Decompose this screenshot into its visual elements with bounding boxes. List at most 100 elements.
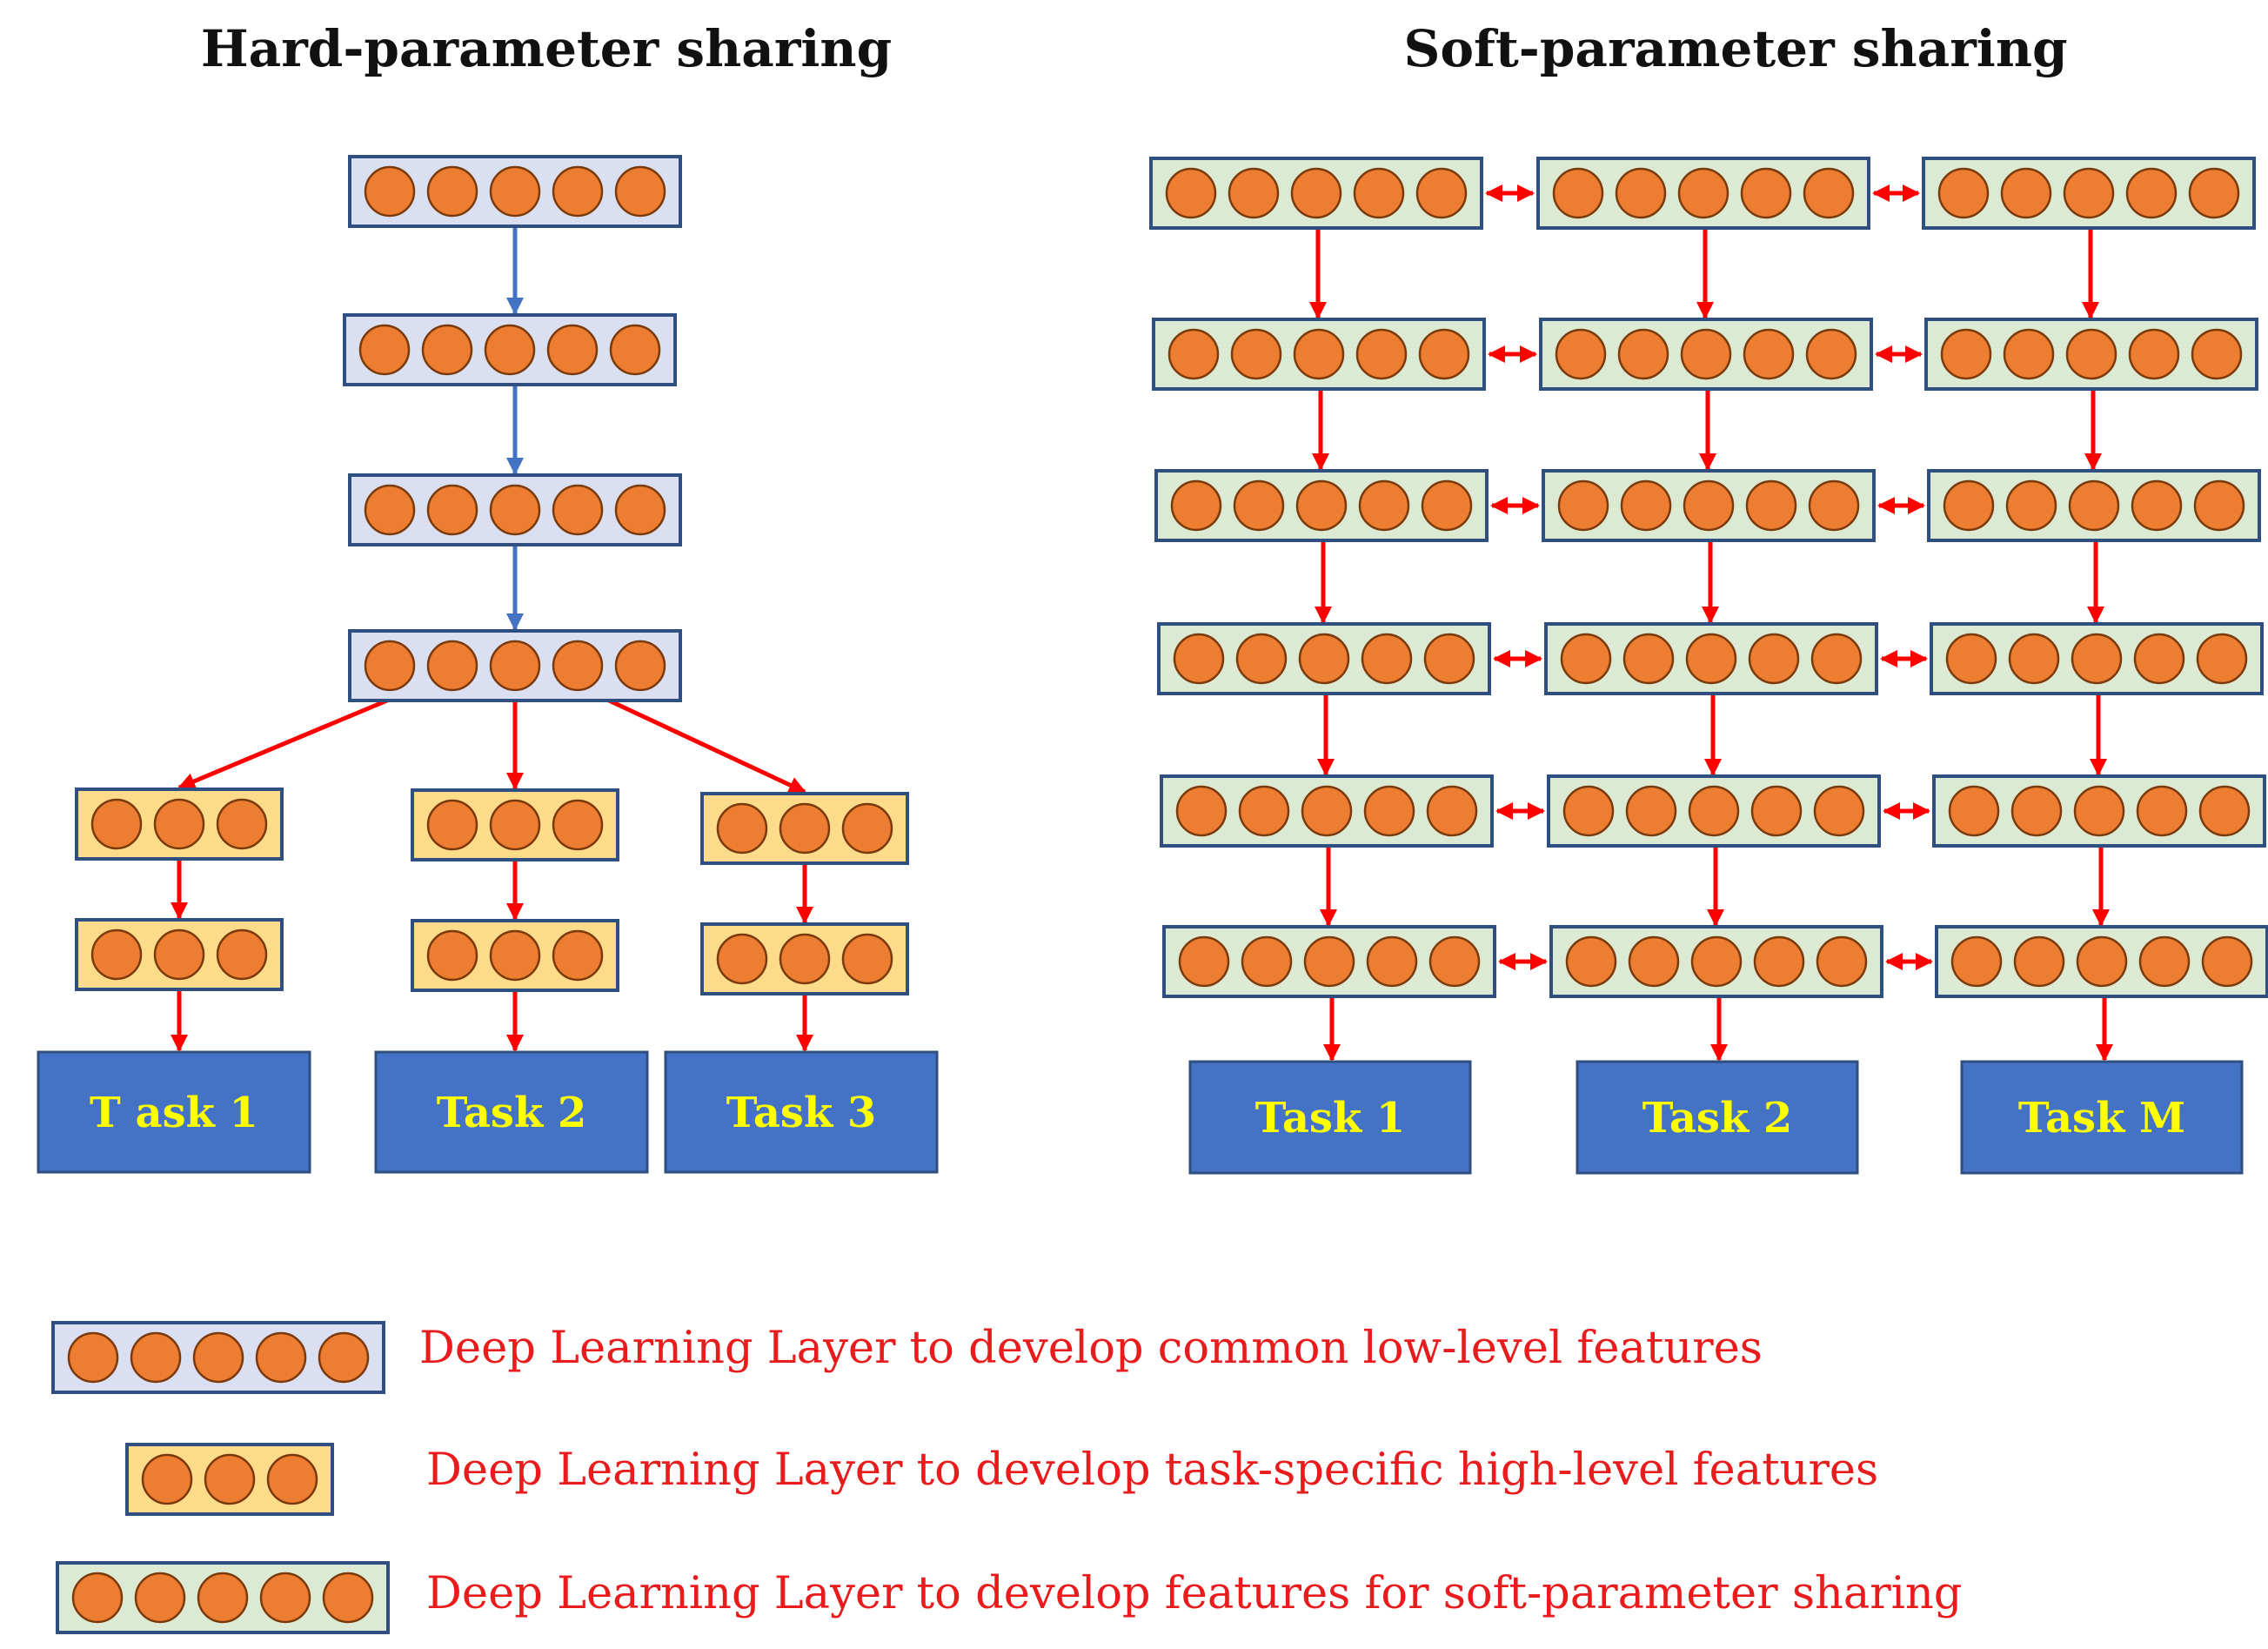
- neuron-node: [1233, 479, 1285, 532]
- neuron-node: [2128, 328, 2180, 380]
- neuron-node: [1810, 633, 1863, 685]
- soft-sharing-layer: [1157, 622, 1491, 695]
- neuron-node: [1688, 785, 1740, 837]
- soft-sharing-layer: [1162, 925, 1496, 998]
- neuron-node: [614, 165, 666, 218]
- neuron-node: [204, 1453, 256, 1505]
- neuron-node: [1615, 167, 1667, 219]
- soft-task-box: Task 2: [1576, 1060, 1859, 1175]
- legend-swatch-soft: [56, 1561, 390, 1634]
- legend-text-soft: Deep Learning Layer to develop features …: [426, 1568, 1963, 1619]
- task-specific-layer: [411, 919, 619, 992]
- soft-sharing-layer: [1924, 318, 2258, 391]
- legend-text-task: Deep Learning Layer to develop task-spec…: [426, 1445, 1879, 1496]
- neuron-node: [364, 484, 416, 536]
- soft-sharing-layer: [1539, 318, 1873, 391]
- neuron-node: [2131, 479, 2183, 532]
- soft-sharing-layer: [1544, 622, 1878, 695]
- neuron-node: [1813, 785, 1865, 837]
- neuron-node: [1415, 167, 1468, 219]
- neuron-node: [426, 929, 478, 982]
- legend-text-shared: Deep Learning Layer to develop common lo…: [419, 1323, 1763, 1374]
- neuron-node: [2201, 935, 2253, 988]
- shared-layer: [348, 473, 682, 546]
- soft-sharing-layer: [1547, 774, 1881, 848]
- neuron-node: [716, 802, 768, 855]
- neuron-node: [609, 324, 661, 376]
- neuron-node: [426, 484, 478, 536]
- neuron-node: [2136, 785, 2188, 837]
- neuron-node: [552, 799, 604, 851]
- neuron-node: [1241, 935, 1293, 988]
- neuron-node: [779, 802, 831, 855]
- neuron-node: [489, 799, 541, 851]
- neuron-node: [2005, 479, 2057, 532]
- neuron-node: [259, 1572, 311, 1624]
- neuron-node: [1948, 785, 2000, 837]
- neuron-node: [322, 1572, 374, 1624]
- neuron-node: [1740, 167, 1792, 219]
- soft-sharing-layer: [1160, 774, 1494, 848]
- neuron-node: [1950, 935, 2003, 988]
- neuron-node: [841, 933, 893, 985]
- neuron-node: [1555, 328, 1607, 380]
- neuron-node: [1683, 479, 1735, 532]
- neuron-node: [1170, 479, 1222, 532]
- neuron-node: [2133, 633, 2185, 685]
- neuron-node: [489, 929, 541, 982]
- neuron-node: [1428, 935, 1481, 988]
- neuron-node: [255, 1331, 307, 1384]
- branch-arrow: [177, 698, 388, 790]
- neuron-node: [426, 640, 478, 692]
- neuron-node: [426, 165, 478, 218]
- neuron-node: [1560, 633, 1612, 685]
- neuron-node: [1175, 785, 1228, 837]
- neuron-node: [614, 640, 666, 692]
- neuron-node: [1628, 935, 1680, 988]
- neuron-node: [2000, 167, 2052, 219]
- neuron-node: [1301, 785, 1353, 837]
- neuron-node: [67, 1331, 119, 1384]
- neuron-node: [2198, 785, 2251, 837]
- neuron-node: [489, 484, 541, 536]
- neuron-node: [1562, 785, 1615, 837]
- neuron-node: [841, 802, 893, 855]
- neuron-node: [2068, 479, 2120, 532]
- neuron-node: [552, 929, 604, 982]
- neuron-node: [1421, 479, 1473, 532]
- task-specific-layer: [75, 788, 284, 861]
- soft-sharing-layer: [1154, 469, 1489, 542]
- neuron-node: [1808, 479, 1860, 532]
- neuron-node: [1945, 633, 1997, 685]
- neuron-node: [1173, 633, 1225, 685]
- neuron-node: [1295, 479, 1348, 532]
- soft-sharing-layer: [1932, 774, 2266, 848]
- task-specific-layer: [75, 918, 284, 991]
- neuron-node: [364, 640, 416, 692]
- neuron-node: [2063, 167, 2115, 219]
- neuron-node: [489, 165, 541, 218]
- soft-sharing-layer: [1542, 469, 1876, 542]
- hard-task-box: T ask 1: [37, 1050, 311, 1174]
- task-label: Task M: [2018, 1094, 2185, 1143]
- neuron-node: [2188, 167, 2240, 219]
- neuron-node: [2196, 633, 2248, 685]
- neuron-node: [426, 799, 478, 851]
- neuron-node: [266, 1453, 318, 1505]
- shared-layer: [348, 629, 682, 702]
- neuron-node: [1748, 633, 1800, 685]
- neuron-node: [2065, 328, 2117, 380]
- neuron-node: [1358, 479, 1410, 532]
- neuron-node: [1565, 935, 1617, 988]
- legend-swatch-shared: [51, 1321, 385, 1394]
- neuron-node: [2008, 633, 2060, 685]
- neuron-node: [1816, 935, 1868, 988]
- neuron-node: [1426, 785, 1478, 837]
- neuron-node: [1235, 633, 1288, 685]
- neuron-node: [1745, 479, 1797, 532]
- neuron-node: [1557, 479, 1609, 532]
- soft-sharing-layer: [1149, 157, 1483, 230]
- neuron-node: [1743, 328, 1795, 380]
- soft-task-box: Task M: [1960, 1060, 2244, 1175]
